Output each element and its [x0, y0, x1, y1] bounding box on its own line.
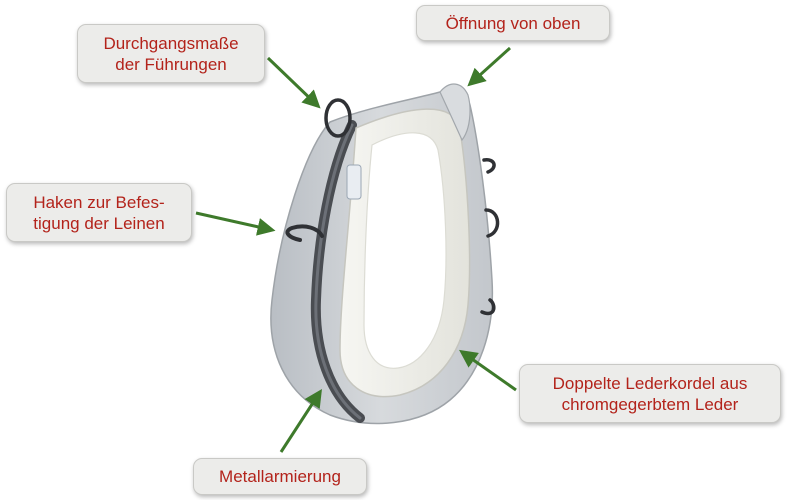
- callout-oeffnung-line1: Öffnung von oben: [445, 13, 581, 33]
- callout-durchgangsmasse: Durchgangsmaße der Führungen: [77, 24, 265, 83]
- callout-lederkordel-line2: chromgegerbtem Leder: [561, 394, 739, 414]
- terret-ring: [324, 98, 352, 138]
- arrow-oeffnung: [467, 46, 512, 87]
- callout-durchgangsmasse-line1: Durchgangsmaße: [103, 33, 239, 53]
- arrow-durchgang: [266, 56, 321, 109]
- arrow-doppelte: [459, 349, 517, 392]
- arrow-metall: [279, 388, 322, 453]
- callout-metallarmierung: Metallarmierung: [193, 458, 367, 495]
- rein-hook-right-top: [482, 158, 496, 174]
- rein-hook-right-mid: [484, 208, 500, 238]
- collar-opening: [363, 132, 447, 369]
- callout-haken: Haken zur Befes- tigung der Leinen: [6, 183, 192, 242]
- collar-tag: [346, 164, 362, 200]
- rein-hook-left: [285, 224, 324, 242]
- callout-lederkordel-line1: Doppelte Lederkordel aus: [552, 373, 748, 393]
- callout-lederkordel: Doppelte Lederkordel aus chromgegerbtem …: [519, 364, 781, 423]
- rein-hook-right-low: [480, 298, 496, 316]
- callout-metallarmierung-line1: Metallarmierung: [219, 467, 341, 486]
- callout-haken-line2: tigung der Leinen: [33, 213, 165, 233]
- top-flap: [439, 83, 471, 142]
- callout-durchgangsmasse-line2: der Führungen: [115, 54, 227, 74]
- callout-oeffnung: Öffnung von oben: [416, 5, 610, 41]
- callout-haken-line1: Haken zur Befes-: [33, 192, 165, 212]
- arrow-haken: [195, 211, 276, 236]
